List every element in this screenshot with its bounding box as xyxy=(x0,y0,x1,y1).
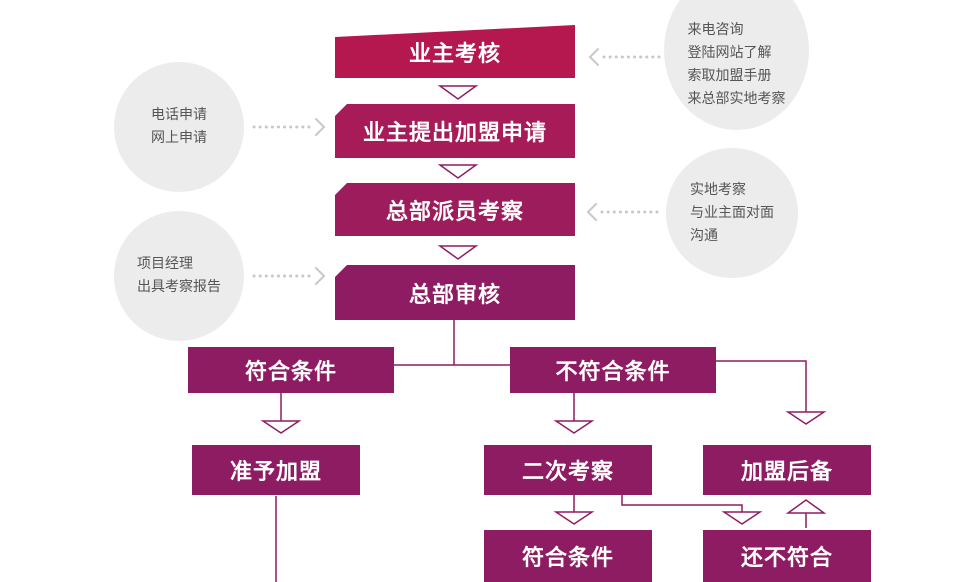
arrow-to-backup xyxy=(785,411,827,425)
arrow-owner-review-to-apply xyxy=(437,85,479,100)
note-line: 索取加盟手册 xyxy=(687,68,772,84)
arrow-up-to-backup xyxy=(785,499,827,514)
step-qualified-again: 符合条件 xyxy=(484,530,652,582)
step-hq-audit: 总部审核 xyxy=(335,265,575,320)
note-bubble-hq-audit: 项目经理 出具考察报告 xyxy=(114,211,244,341)
note-bubble-hq-inspection: 实地考察 与业主面对面 沟通 xyxy=(666,148,798,278)
step-qualified: 符合条件 xyxy=(188,347,394,393)
arrow-apply-to-inspection xyxy=(437,164,479,179)
dotted-arrowhead-note-hq-inspection xyxy=(586,203,597,221)
note-line: 登陆网站了解 xyxy=(687,45,772,61)
note-line: 电话申请 xyxy=(151,107,207,123)
dotted-arrowhead-note-hq-audit xyxy=(315,267,326,285)
step-still-not-qualified: 还不符合 xyxy=(703,530,871,582)
step-owner-apply: 业主提出加盟申请 xyxy=(335,104,575,158)
step-not-qualified: 不符合条件 xyxy=(510,347,716,393)
note-line: 沟通 xyxy=(690,227,718,244)
note-line: 来电咨询 xyxy=(687,22,744,38)
step-approved: 准予加盟 xyxy=(192,445,360,495)
step-backup: 加盟后备 xyxy=(703,445,871,495)
step-hq-inspection: 总部派员考察 xyxy=(335,183,575,236)
note-line: 实地考察 xyxy=(690,181,746,198)
note-line: 网上申请 xyxy=(151,130,207,146)
line-not-qualified-to-backup xyxy=(716,360,807,412)
note-line: 来总部实地考察 xyxy=(687,91,786,107)
line-second-inspection-to-still-not xyxy=(621,495,743,512)
step-second-inspection: 二次考察 xyxy=(484,445,652,495)
dotted-arrowhead-note-owner-review xyxy=(588,48,599,66)
arrow-to-qualified-again xyxy=(553,511,595,525)
note-bubble-owner-apply: 电话申请 网上申请 xyxy=(114,62,244,192)
dotted-arrowhead-note-owner-apply xyxy=(315,118,326,136)
note-bubble-owner-review: 来电咨询 登陆网站了解 索取加盟手册 来总部实地考察 xyxy=(664,0,809,130)
arrow-inspection-to-audit xyxy=(437,245,479,260)
arrow-to-second-inspection xyxy=(553,420,595,434)
arrow-to-still-not-qualified xyxy=(721,511,763,525)
arrow-to-approved xyxy=(260,420,302,434)
note-line: 与业主面对面 xyxy=(690,204,774,221)
note-line: 项目经理 xyxy=(137,256,193,272)
note-line: 出具考察报告 xyxy=(137,279,221,295)
